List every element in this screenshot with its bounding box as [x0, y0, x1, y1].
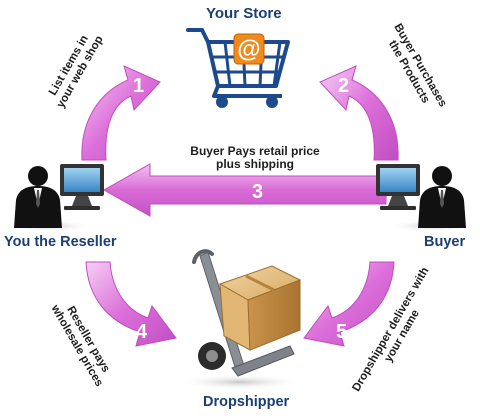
step-3-line-1: Buyer Pays retail price	[190, 144, 320, 158]
step-number-4: 4	[136, 321, 148, 343]
step-3-line-2: plus shipping	[216, 157, 294, 171]
buyer-figure	[376, 164, 476, 232]
reseller-monitor-icon	[60, 164, 104, 210]
arrow-step-5: 5	[303, 261, 395, 347]
arrow-step-3: 3	[102, 163, 387, 217]
hand-truck-box-icon	[178, 249, 302, 390]
arrow-step-2: 2	[319, 65, 399, 161]
businessman-silhouette-icon	[418, 166, 466, 228]
dropshipper-title: Dropshipper	[203, 394, 290, 410]
step-3-label: Buyer Pays retail price plus shipping	[170, 145, 340, 171]
buyer-title: Buyer	[424, 234, 466, 250]
store-title: Your Store	[206, 5, 282, 22]
shopping-cart-icon: @	[186, 28, 290, 108]
businessman-silhouette-icon	[14, 166, 62, 228]
arrow-step-1: 1	[81, 65, 161, 161]
arrow-step-4: 4	[85, 261, 177, 347]
reseller-title: You the Reseller	[4, 234, 117, 250]
step-number-5: 5	[336, 321, 347, 343]
step-number-1: 1	[133, 75, 144, 97]
buyer-monitor-icon	[376, 164, 420, 210]
step-number-2: 2	[338, 75, 349, 97]
at-symbol-icon: @	[237, 36, 260, 63]
step-number-3: 3	[252, 181, 263, 203]
reseller-figure	[4, 164, 104, 232]
